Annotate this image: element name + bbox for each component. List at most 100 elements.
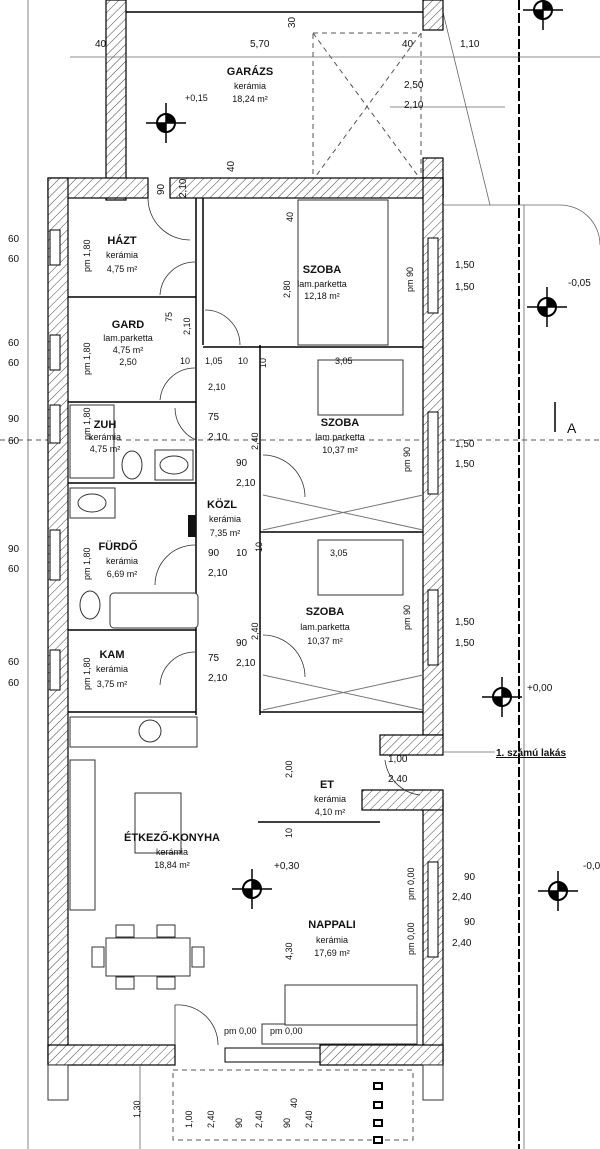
room-floor: kerámia — [106, 250, 138, 260]
dim: 3,05 — [335, 356, 353, 366]
level-marker-icon — [231, 868, 273, 910]
room-szoba-3: SZOBA lam.parketta 10,37 m² 2,40 pm 90 1… — [236, 605, 475, 669]
dim: 10 — [238, 356, 248, 366]
room-name: NAPPALI — [308, 919, 355, 931]
dim: 1,50 — [455, 439, 475, 450]
room-area: 6,69 m² — [107, 569, 138, 579]
room-floor: kerámia — [209, 514, 241, 524]
room-name: SZOBA — [306, 606, 345, 618]
dim: 2,40 — [304, 1110, 314, 1128]
level: -0,05 — [568, 278, 591, 289]
sofa — [284, 984, 418, 1026]
bottom-dimensions: 1,30 1,00 2,40 90 2,40 90 40 2,40 — [132, 1065, 383, 1149]
dim: 2,10 — [236, 478, 256, 489]
room-area: 10,37 m² — [307, 636, 343, 646]
room-name: KÖZL — [207, 498, 237, 511]
level: -0,0 — [583, 861, 600, 872]
dim: 4,30 — [284, 942, 294, 960]
room-name: FÜRDŐ — [98, 540, 138, 553]
room-name: ÉTKEZŐ-KONYHA — [124, 831, 220, 844]
dim: 2,40 — [452, 938, 472, 949]
door-swings — [147, 197, 421, 1046]
room-area: 4,10 m² — [315, 807, 346, 817]
dining-table — [105, 937, 191, 977]
dim: 10 — [258, 358, 268, 368]
room-area: 10,37 m² — [322, 445, 358, 455]
unit-label: 1. számú lakás — [496, 748, 566, 759]
toilet-icon — [121, 450, 143, 480]
dim: 60 — [8, 358, 20, 369]
windows — [49, 229, 439, 1063]
room-name: SZOBA — [303, 264, 342, 276]
room-floor: lam.parketta — [315, 432, 365, 442]
room-name: GARÁZS — [227, 65, 273, 78]
room-area: 3,75 m² — [97, 679, 128, 689]
dim: 40 — [289, 1098, 299, 1108]
sill: pm 90 — [402, 605, 412, 630]
room-floor: kerámia — [314, 794, 346, 804]
garage — [70, 0, 600, 201]
level-marker-icon — [526, 286, 568, 328]
dim: 90 — [234, 1118, 244, 1128]
room-name: GARD — [112, 319, 144, 331]
dim: 2,10 — [182, 317, 192, 335]
room-gard: GARD lam.parketta 4,75 m² 2,50 pm 1,80 6… — [8, 312, 353, 392]
dim: 2,10 — [404, 100, 424, 111]
room-area: 18,84 m² — [154, 860, 190, 870]
room-zuh: ZUH kerámia 4,75 m² pm 1,80 90 60 75 2,1… — [8, 407, 228, 454]
dim: 10 — [284, 828, 294, 838]
sill: pm 90 — [405, 267, 415, 292]
level: +0,30 — [274, 861, 300, 872]
kitchen-counter — [69, 716, 198, 748]
dim: 1,10 — [460, 39, 480, 50]
room-floor: kerámia — [316, 935, 348, 945]
dim: 2,40 — [206, 1110, 216, 1128]
dim: 60 — [8, 678, 20, 689]
dim: 60 — [8, 254, 20, 265]
sill: pm 1,80 — [82, 547, 92, 580]
sink-icon — [77, 493, 107, 513]
dim: 40 — [226, 160, 237, 172]
dim: 1,00 — [388, 754, 408, 765]
sill: pm 1,80 — [82, 342, 92, 375]
dim: 30 — [287, 16, 298, 28]
room-area: 4,75 m² — [113, 345, 144, 355]
interior-walls — [68, 198, 424, 823]
fixtures — [47, 199, 444, 1141]
room-hazt: HÁZT kerámia 4,75 m² pm 1,80 60 60 — [8, 234, 138, 274]
garage-labels: 40 5,70 40 1,10 30 2,50 2,10 90 2,10 40 … — [95, 16, 480, 198]
sill: pm 1,80 — [82, 407, 92, 440]
dim: 40 — [402, 39, 414, 50]
dim: 2,50 — [119, 357, 137, 367]
room-name: KAM — [99, 649, 124, 661]
room-kam: KAM kerámia 3,75 m² pm 1,80 60 60 75 2,1… — [8, 649, 553, 694]
room-floor: kerámia — [156, 847, 188, 857]
room-area: 18,24 m² — [232, 94, 268, 104]
dim: 75 — [208, 653, 220, 664]
dim: 2,40 — [388, 774, 408, 785]
dim: 1,50 — [455, 282, 475, 293]
dim: 90 — [464, 917, 476, 928]
dim: 1,50 — [455, 459, 475, 470]
bed — [317, 359, 404, 416]
room-name: ZUH — [94, 419, 117, 431]
dim: 40 — [285, 212, 295, 222]
level-marker-icon — [481, 676, 523, 718]
dim: 60 — [8, 436, 20, 447]
dim: 2,10 — [208, 568, 228, 579]
dim: 10 — [254, 542, 264, 552]
dim: 1,30 — [132, 1100, 142, 1118]
sill: pm 1,80 — [82, 239, 92, 272]
dim: 1,00 — [184, 1110, 194, 1128]
room-floor: kerámia — [89, 432, 121, 442]
room-floor: lam.parketta — [300, 622, 350, 632]
sill: pm 0,00 — [224, 1026, 257, 1036]
dim: 90 — [464, 872, 476, 883]
dim: 10 — [180, 356, 190, 366]
level-marker-icon — [537, 870, 579, 912]
room-name: HÁZT — [107, 234, 137, 247]
dim: 2,10 — [178, 178, 189, 198]
dim: 90 — [236, 638, 248, 649]
dim: 1,50 — [455, 617, 475, 628]
